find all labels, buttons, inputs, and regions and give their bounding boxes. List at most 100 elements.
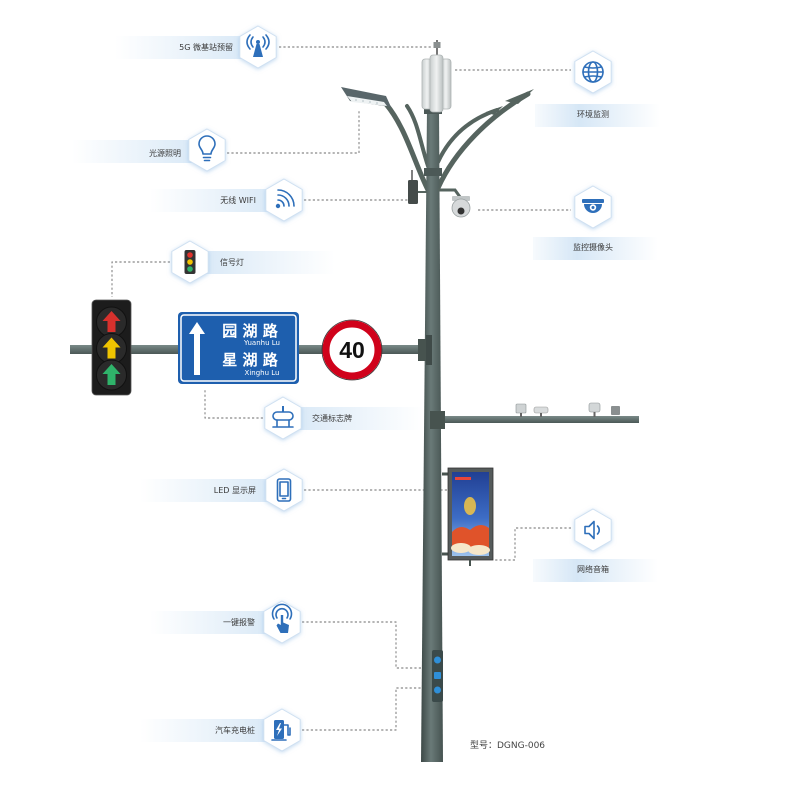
banner-5g xyxy=(115,36,258,59)
charging-port xyxy=(434,686,441,694)
feature-label-camera: 监控摄像头 xyxy=(573,242,613,252)
signal-yellow-arrow xyxy=(96,333,127,364)
sensor-stem xyxy=(593,412,596,417)
screen-red-cloud xyxy=(452,524,489,549)
bullet-camera xyxy=(533,406,549,414)
traffic-light-icon xyxy=(171,240,209,284)
wifi-icon xyxy=(265,178,303,222)
feature-label-wifi: 无线 WIFI xyxy=(220,195,256,205)
light-bulb-icon xyxy=(188,128,226,172)
screen-cloud xyxy=(468,545,490,555)
sign-board xyxy=(178,312,299,384)
lamp-head xyxy=(341,87,391,107)
sign-road-2-en: Xinghu Lu xyxy=(245,369,280,377)
banner-speaker xyxy=(533,559,658,582)
surveillance-camera xyxy=(438,188,471,218)
banner-led-screen xyxy=(140,479,284,502)
leader-lighting xyxy=(227,109,360,154)
dome-camera-icon xyxy=(574,185,612,229)
feature-label-alarm: 一键报警 xyxy=(223,617,255,627)
feature-speaker: 网络音箱 xyxy=(574,508,612,574)
sign-road-2-cn: 星 湖 路 xyxy=(222,351,278,369)
feature-lighting: 光源照明 xyxy=(149,128,226,172)
ev-charger-icon xyxy=(263,708,301,752)
pole-shaft xyxy=(421,108,443,762)
left-arm-flange xyxy=(426,335,432,365)
antenna-icon xyxy=(239,25,277,69)
feature-label-led-screen: LED 显示屏 xyxy=(214,486,256,495)
banner-traffic-sign xyxy=(283,407,423,430)
feature-label-traffic-sign: 交通标志牌 xyxy=(312,413,352,423)
screen-banner xyxy=(455,477,471,480)
camera-lens xyxy=(457,207,465,215)
feature-wifi: 无线 WIFI xyxy=(220,178,303,222)
lamp-led xyxy=(376,102,378,104)
screen-cloud xyxy=(451,543,471,553)
5g-panel-center xyxy=(429,54,444,113)
model-number: 型号：DGNG-006 xyxy=(470,740,545,751)
feature-5g: 5G 微基站预留 xyxy=(179,25,277,69)
alarm-button xyxy=(434,656,441,664)
pole-service-unit xyxy=(432,650,443,702)
banner-alarm xyxy=(150,611,282,634)
banner-charging xyxy=(140,719,282,742)
sign-border xyxy=(180,314,297,382)
sign-straight-arrow xyxy=(189,322,205,375)
globe-icon xyxy=(574,50,612,94)
lamp-arms xyxy=(383,91,531,193)
sensor-stem xyxy=(520,413,522,417)
sensor-box xyxy=(515,403,527,414)
feature-label-lighting: 光源照明 xyxy=(149,148,181,158)
leader-signal-light xyxy=(111,261,170,297)
wifi-box xyxy=(408,180,418,204)
feature-charging: 汽车充电桩 xyxy=(215,708,301,752)
banner-lighting xyxy=(72,140,207,163)
feature-camera: 监控摄像头 xyxy=(573,185,613,252)
bullet-camera-stem xyxy=(540,413,542,417)
feature-label-speaker: 网络音箱 xyxy=(577,564,609,574)
road-sign-icon xyxy=(264,396,302,440)
banner-camera xyxy=(533,237,658,260)
feature-alarm: 一键报警 xyxy=(223,600,301,644)
sensor-box xyxy=(588,402,601,413)
lamp-arm-left-inner xyxy=(405,104,430,168)
lamp-arm-right-inner xyxy=(436,108,499,164)
leader-alarm xyxy=(302,621,429,669)
banner-wifi xyxy=(150,189,284,212)
feature-label-5g: 5G 微基站预留 xyxy=(179,42,233,52)
smart-pole: 园 湖 路 Yuanhu Lu 星 湖 路 Xinghu Lu 40 xyxy=(70,40,639,762)
speed-sign-outline xyxy=(321,319,383,381)
lamp-led xyxy=(362,100,364,102)
wifi-device xyxy=(408,170,427,204)
feature-label-environment: 环境监测 xyxy=(577,109,609,119)
lamp-arm-right-inner-tip xyxy=(486,106,503,115)
5g-unit xyxy=(421,54,452,113)
feature-label-signal-light: 信号灯 xyxy=(220,257,244,267)
road-name-sign: 园 湖 路 Yuanhu Lu 星 湖 路 Xinghu Lu xyxy=(178,312,299,384)
feature-label-charging: 汽车充电桩 xyxy=(215,725,255,735)
right-arm-clamp xyxy=(430,411,445,429)
lamp-led xyxy=(355,99,357,101)
banner-environment xyxy=(535,104,660,127)
right-cross-arm xyxy=(432,416,639,423)
leader-charging xyxy=(302,687,429,731)
leader-traffic-sign xyxy=(204,389,263,419)
feature-signal-light: 信号灯 xyxy=(171,240,244,284)
feature-traffic-sign: 交通标志牌 xyxy=(264,396,352,440)
sign-road-1-en: Yuanhu Lu xyxy=(243,339,280,347)
screen-figure xyxy=(464,497,476,515)
banner-signal-light xyxy=(190,251,335,274)
traffic-signal xyxy=(91,299,132,396)
lamp-led xyxy=(369,101,371,103)
speed-limit-sign: 40 xyxy=(321,319,383,381)
sign-road-1-cn: 园 湖 路 xyxy=(222,322,278,340)
speed-sign-ring xyxy=(322,320,382,380)
signal-red-arrow xyxy=(96,306,127,338)
touch-alarm-icon xyxy=(263,600,301,644)
led-display xyxy=(442,467,494,566)
feature-led-screen: LED 显示屏 xyxy=(214,468,303,512)
lamp-arm-right-tip xyxy=(505,89,534,104)
leader-speaker xyxy=(494,527,571,561)
pole-collar-arms xyxy=(424,168,442,176)
